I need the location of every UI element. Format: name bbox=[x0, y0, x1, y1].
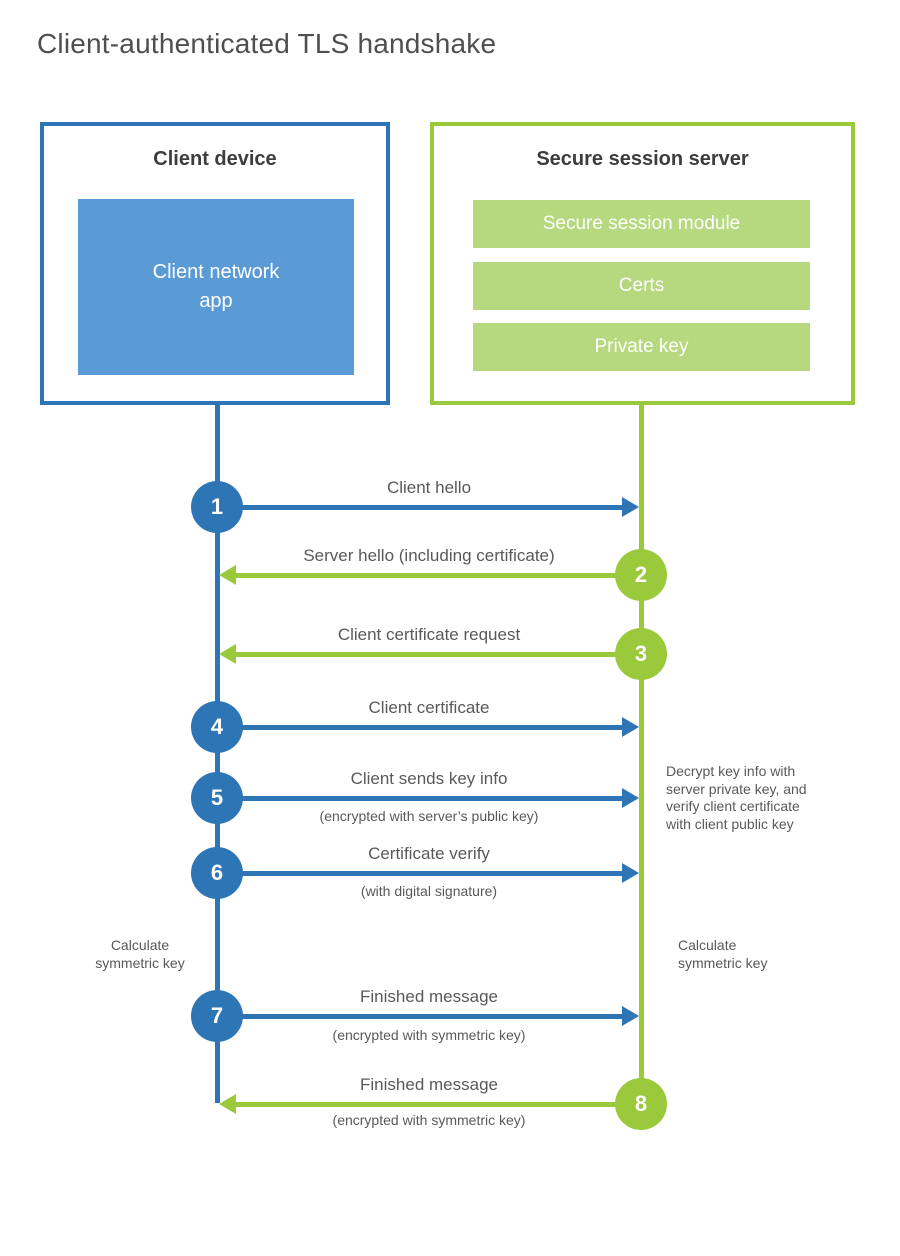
step-6-badge: 6 bbox=[191, 847, 243, 899]
step-2-badge: 2 bbox=[615, 549, 667, 601]
arrow-left-icon bbox=[219, 644, 236, 664]
step-8-label: Finished message bbox=[360, 1075, 498, 1094]
step-7-badge: 7 bbox=[191, 990, 243, 1042]
step-4-badge: 4 bbox=[191, 701, 243, 753]
step-5-arrow-line bbox=[217, 796, 623, 801]
page-title: Client-authenticated TLS handshake bbox=[37, 28, 497, 59]
client-network-app-box: Client network app bbox=[78, 199, 354, 375]
step-1-arrow-line bbox=[217, 505, 623, 510]
step-4-label: Client certificate bbox=[368, 698, 490, 717]
calculate-symmetric-key-note-server: Calculate symmetric key bbox=[678, 937, 768, 971]
arrow-right-icon bbox=[622, 497, 639, 517]
step-7-sublabel: (encrypted with symmetric key) bbox=[332, 1027, 526, 1043]
server-module-secure-session-module: Secure session module bbox=[473, 200, 810, 248]
server-lifeline bbox=[639, 405, 644, 1104]
arrow-right-icon bbox=[622, 863, 639, 883]
server-module-private-key: Private key bbox=[473, 323, 810, 371]
step-7-arrow-line bbox=[217, 1014, 623, 1019]
step-8-badge: 8 bbox=[615, 1078, 667, 1130]
calculate-symmetric-key-note-client: Calculate symmetric key bbox=[95, 937, 185, 971]
arrow-right-icon bbox=[622, 1006, 639, 1026]
step-3-label: Client certificate request bbox=[337, 625, 521, 644]
step-5-badge: 5 bbox=[191, 772, 243, 824]
step-8-arrow-line bbox=[236, 1102, 641, 1107]
step-2-label: Server hello (including certificate) bbox=[303, 546, 555, 565]
step-6-label: Certificate verify bbox=[368, 844, 490, 863]
step-1-badge: 1 bbox=[191, 481, 243, 533]
arrow-right-icon bbox=[622, 788, 639, 808]
step-5-label: Client sends key info bbox=[350, 769, 508, 788]
step-1-label: Client hello bbox=[386, 478, 472, 497]
arrow-left-icon bbox=[219, 1094, 236, 1114]
step-2-arrow-line bbox=[236, 573, 641, 578]
step-7-label: Finished message bbox=[360, 987, 498, 1006]
arrow-left-icon bbox=[219, 565, 236, 585]
client-device-box: Client device Client network app bbox=[40, 122, 390, 405]
client-device-heading: Client device bbox=[153, 148, 277, 170]
server-module-certs: Certs bbox=[473, 262, 810, 310]
decrypt-key-note: Decrypt key info with server private key… bbox=[666, 763, 807, 832]
step-3-badge: 3 bbox=[615, 628, 667, 680]
step-8-sublabel: (encrypted with symmetric key) bbox=[332, 1112, 526, 1128]
server-heading: Secure session server bbox=[536, 148, 749, 170]
arrow-right-icon bbox=[622, 717, 639, 737]
step-3-arrow-line bbox=[236, 652, 641, 657]
step-5-sublabel: (encrypted with server’s public key) bbox=[319, 808, 539, 824]
step-6-arrow-line bbox=[217, 871, 623, 876]
step-4-arrow-line bbox=[217, 725, 623, 730]
step-6-sublabel: (with digital signature) bbox=[360, 883, 498, 899]
client-lifeline bbox=[215, 405, 220, 1103]
secure-session-server-box: Secure session server Secure session mod… bbox=[430, 122, 855, 405]
